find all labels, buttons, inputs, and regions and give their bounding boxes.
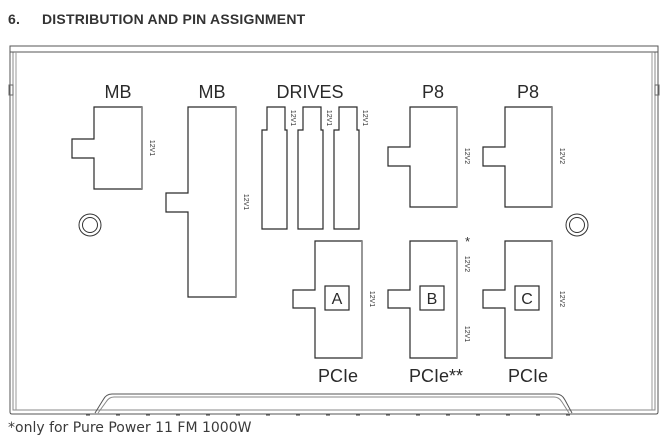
pcie-c-letter: C [521, 291, 533, 308]
footnote: *only for Pure Power 11 FM 1000W [8, 420, 252, 436]
pin-label-pcie-a: 12V1 [368, 291, 375, 307]
pin-label-p8-1: 12V2 [463, 148, 470, 164]
pin-label-p8-2: 12V2 [558, 148, 565, 164]
label-p8-1: P8 [422, 82, 444, 102]
pcie-b-letter: B [427, 291, 438, 308]
section-number: 6. [8, 11, 21, 27]
connector-drives [261, 106, 360, 230]
pcie-a-letter: A [332, 291, 343, 308]
connector-p8-1 [387, 106, 458, 208]
label-pcie-c: PCIe [508, 366, 548, 386]
pcie-b-marker: * [465, 234, 470, 249]
mount-hole-right [565, 213, 589, 237]
connector-pcie-c [482, 240, 553, 359]
pin-label-drive-1: 12V1 [289, 110, 296, 126]
pin-label-mb-1: 12V1 [148, 140, 155, 156]
label-pcie-a: PCIe [318, 366, 358, 386]
mount-hole-left [78, 213, 102, 237]
pin-label-drive-3: 12V1 [361, 110, 368, 126]
label-pcie-b: PCIe** [409, 366, 463, 386]
connector-mb-2 [165, 106, 237, 298]
psu-housing [8, 45, 660, 415]
section-heading: 6. DISTRIBUTION AND PIN ASSIGNMENT [8, 11, 305, 27]
pin-label-drive-2: 12V1 [325, 110, 332, 126]
pin-label-pcie-c: 12V2 [558, 291, 565, 307]
pin-label-mb-2: 12V1 [242, 194, 249, 210]
pin-label-pcie-b-bottom: 12V1 [463, 326, 470, 342]
connector-mb-1 [71, 106, 143, 190]
pin-label-pcie-b-top: 12V2 [463, 256, 470, 272]
connector-p8-2 [482, 106, 553, 208]
label-mb-2: MB [199, 82, 226, 102]
connector-pcie-a [292, 240, 363, 359]
connector-pcie-b [387, 240, 458, 359]
label-drives: DRIVES [276, 82, 343, 102]
section-title: DISTRIBUTION AND PIN ASSIGNMENT [42, 11, 306, 27]
label-mb-1: MB [105, 82, 132, 102]
label-p8-2: P8 [517, 82, 539, 102]
